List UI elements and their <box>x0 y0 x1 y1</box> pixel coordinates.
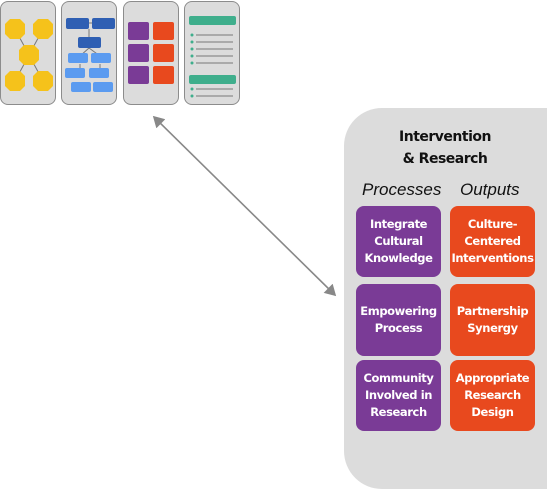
flowchart-icon <box>65 18 115 92</box>
panel-title-line-1: Intervention <box>399 129 491 145</box>
box-line: Research <box>464 388 521 402</box>
output-box-appropriate-research-design: Appropriate Research Design <box>450 360 535 431</box>
output-box-culture-centered-interventions: Culture- Centered Interventions <box>450 206 535 277</box>
box-line: Community <box>363 371 434 385</box>
octagon-network-icon <box>5 19 53 91</box>
box-line: Research <box>370 405 427 419</box>
box-line: Appropriate <box>455 371 530 385</box>
process-box-community-involved: Community Involved in Research <box>356 360 441 431</box>
output-box-partnership-synergy: Partnership Synergy <box>450 284 535 356</box>
process-box-integrate-cultural-knowledge: Integrate Cultural Knowledge <box>356 206 441 277</box>
checklist-icon <box>189 16 236 98</box>
box-line: Empowering <box>360 304 437 318</box>
box-line: Partnership <box>456 304 529 318</box>
checklist-thumbnail <box>184 1 240 105</box>
box-line: Design <box>471 405 514 419</box>
box-line: Centered <box>464 234 521 248</box>
processes-header: Processes <box>362 180 442 199</box>
color-grid-icon <box>128 22 174 84</box>
box-line: Culture- <box>467 217 518 231</box>
box-line: Process <box>374 321 423 335</box>
intervention-research-panel: Intervention & Research Processes Output… <box>344 108 547 489</box>
outputs-header: Outputs <box>460 180 520 199</box>
panel-title: Intervention & Research <box>390 126 500 170</box>
panel-title-line-2: & Research <box>402 151 488 167</box>
color-grid-thumbnail <box>123 1 179 105</box>
process-box-empowering-process: Empowering Process <box>356 284 441 356</box>
octagon-network-thumbnail <box>0 1 56 105</box>
flowchart-thumbnail <box>61 1 117 105</box>
box-line: Cultural <box>374 234 423 248</box>
box-line: Synergy <box>467 321 518 335</box>
box-line: Involved in <box>364 388 433 402</box>
box-line: Knowledge <box>364 251 433 265</box>
box-line: Integrate <box>369 217 428 231</box>
box-line: Interventions <box>451 251 534 265</box>
